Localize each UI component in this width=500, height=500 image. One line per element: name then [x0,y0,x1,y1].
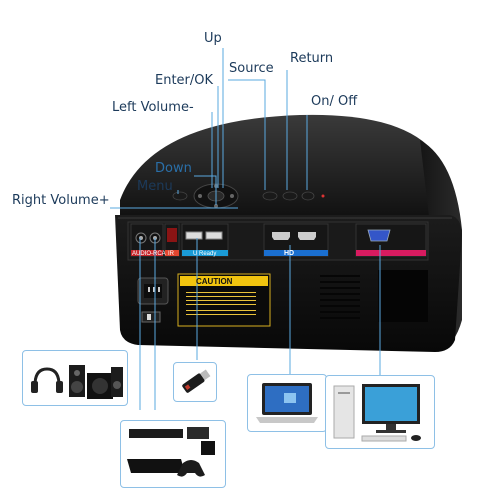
laptop-icon [256,383,318,423]
label-menu: Menu [137,179,173,194]
device-speakers-box [22,350,128,406]
audio-rca-label: AUDIO-RCA [132,251,166,257]
caution-title: CAUTION [196,277,233,286]
usb-drive-icon [182,369,211,393]
label-source: Source [229,61,274,76]
label-left-volume: Left Volume- [112,100,194,115]
device-console-box [120,420,226,488]
desktop-pc-icon [333,384,421,442]
ir-label: IR [168,251,174,257]
label-right-volume: Right Volume+ [12,193,110,208]
device-laptop-box [247,374,327,432]
game-console-icon [127,427,215,477]
label-return: Return [290,51,334,66]
usb-label: U Ready [193,251,217,257]
hdmi-label: HD [284,250,295,257]
device-usb-box [173,362,217,402]
device-pc-box [325,375,435,449]
speaker-icon [31,365,123,399]
label-enter-ok: Enter/OK [155,73,214,88]
label-on-off: On/ Off [311,94,358,109]
label-down: Down [155,161,192,176]
label-up: Up [204,31,222,46]
